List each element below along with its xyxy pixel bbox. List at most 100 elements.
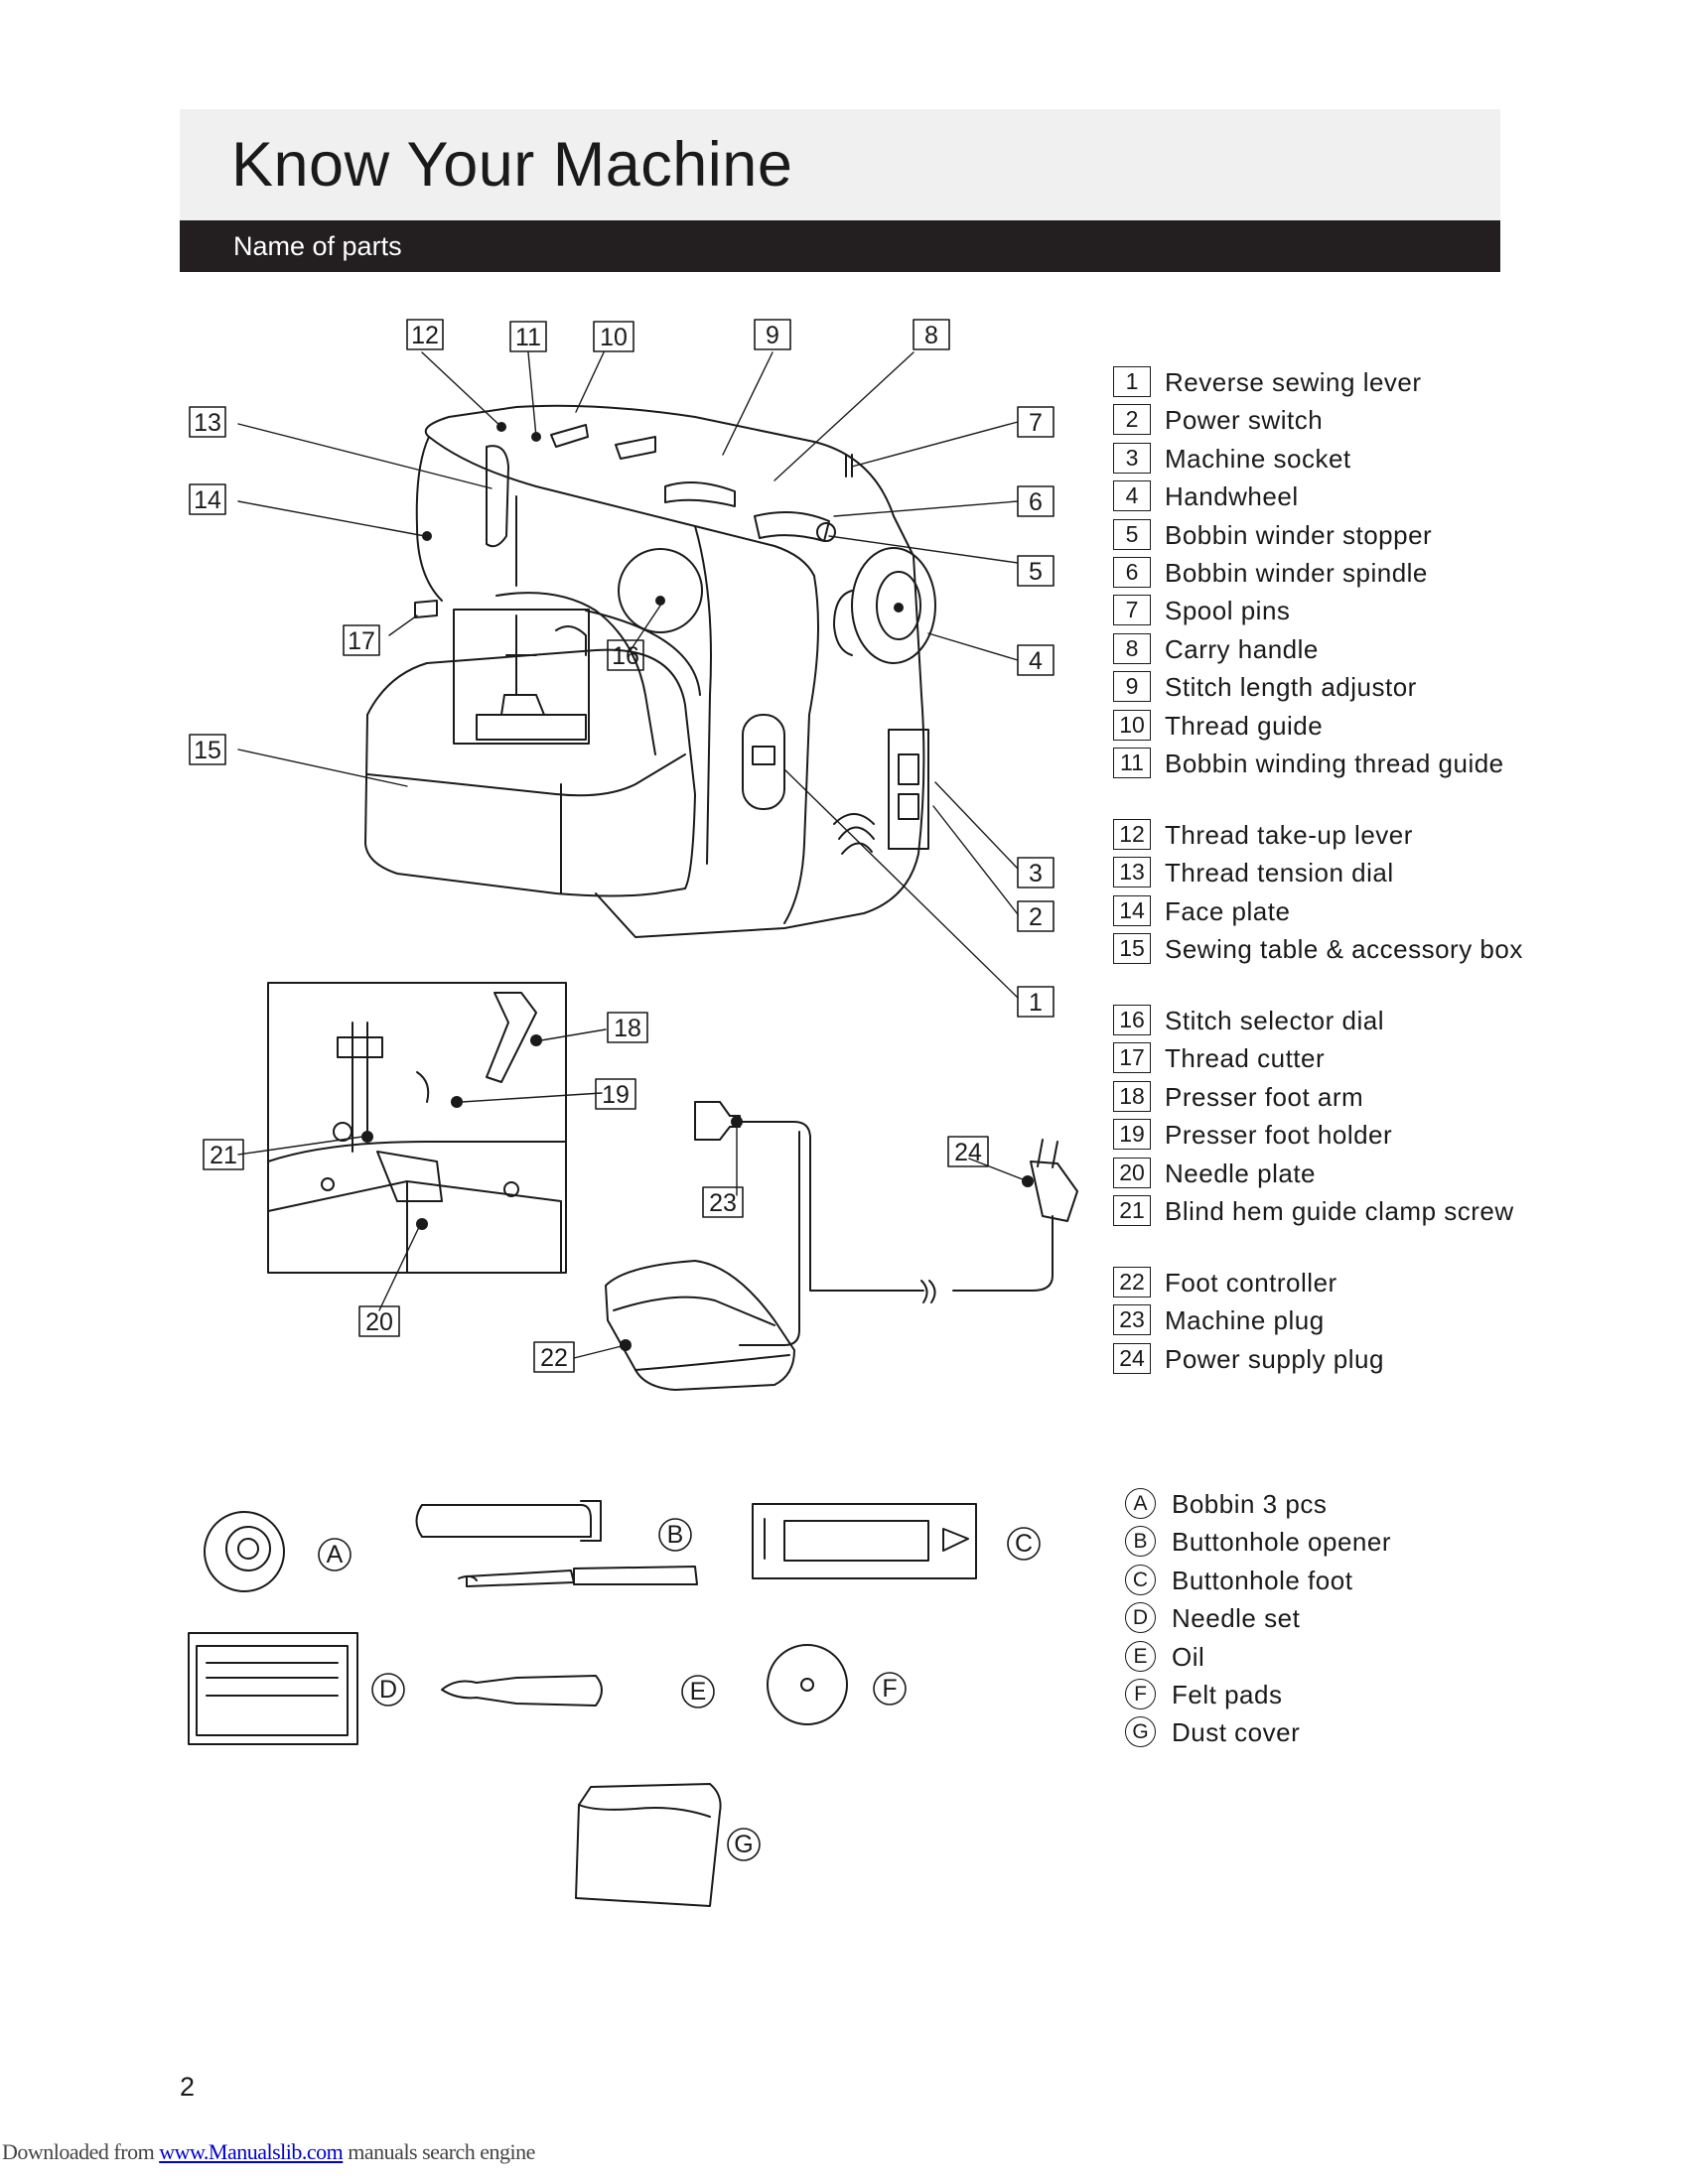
leader-lines: [237, 351, 1029, 1359]
part-number: 20: [1113, 1157, 1151, 1188]
svg-text:2: 2: [1029, 903, 1043, 931]
svg-text:9: 9: [766, 322, 779, 349]
accessory-name: Buttonhole opener: [1172, 1527, 1392, 1558]
part-number: 18: [1113, 1080, 1151, 1112]
svg-text:20: 20: [365, 1308, 393, 1336]
part-name: Thread cutter: [1165, 1043, 1326, 1074]
part-name: Presser foot holder: [1165, 1120, 1393, 1151]
svg-text:5: 5: [1029, 558, 1043, 586]
part-name: Machine plug: [1165, 1305, 1325, 1336]
part-number: 4: [1113, 480, 1151, 512]
svg-text:6: 6: [1029, 488, 1043, 516]
part-number: 5: [1113, 518, 1151, 550]
part-number: 17: [1113, 1042, 1151, 1074]
svg-text:F: F: [882, 1675, 897, 1703]
part-name: Reverse sewing lever: [1165, 367, 1422, 397]
svg-text:22: 22: [540, 1344, 568, 1372]
accessory-item: D Needle set: [1125, 1600, 1522, 1638]
svg-text:19: 19: [602, 1081, 630, 1109]
header-bar: Know Your Machine: [180, 109, 1500, 220]
part-name: Bobbin winder stopper: [1165, 519, 1433, 550]
part-name: Needle plate: [1165, 1158, 1316, 1188]
accessory-item: G Dust cover: [1125, 1714, 1522, 1752]
footer-link[interactable]: www.Manualslib.com: [159, 2139, 344, 2164]
accessory-name: Bobbin 3 pcs: [1172, 1489, 1328, 1519]
callout-boxes: [189, 319, 1055, 1373]
part-name: Thread take-up lever: [1165, 819, 1413, 850]
part-item: 13 Thread tension dial: [1113, 855, 1550, 892]
part-number: 8: [1113, 632, 1151, 664]
accessory-letter: G: [1125, 1716, 1156, 1748]
svg-text:13: 13: [194, 409, 221, 437]
svg-text:24: 24: [954, 1139, 982, 1166]
accessory-letter-circles: [318, 1518, 1041, 1861]
part-name: Bobbin winder spindle: [1165, 557, 1428, 588]
accessory-name: Needle set: [1172, 1603, 1301, 1634]
part-name: Carry handle: [1165, 633, 1319, 664]
svg-text:11: 11: [515, 324, 541, 351]
svg-text:8: 8: [924, 322, 938, 349]
accessory-name: Dust cover: [1172, 1717, 1301, 1748]
accessory-letter: E: [1125, 1640, 1156, 1672]
svg-text:A: A: [327, 1541, 344, 1569]
part-number: 13: [1113, 857, 1151, 888]
part-name: Machine socket: [1165, 443, 1351, 474]
svg-text:12: 12: [411, 322, 439, 349]
accessory-letter: F: [1125, 1678, 1156, 1709]
part-name: Bobbin winding thread guide: [1165, 748, 1504, 778]
svg-text:16: 16: [612, 642, 639, 670]
svg-text:E: E: [690, 1678, 707, 1706]
accessory-letter: C: [1125, 1564, 1156, 1595]
svg-text:18: 18: [614, 1015, 641, 1042]
accessory-letter: B: [1125, 1526, 1156, 1558]
section-bar: Name of parts: [180, 220, 1500, 272]
part-name: Thread tension dial: [1165, 858, 1394, 888]
part-name: Stitch selector dial: [1165, 1006, 1384, 1036]
svg-text:10: 10: [600, 324, 628, 351]
svg-text:23: 23: [709, 1189, 737, 1217]
accessory-name: Oil: [1172, 1641, 1205, 1672]
footer-suffix: manuals search engine: [343, 2139, 535, 2164]
part-item: 8 Carry handle: [1113, 631, 1550, 669]
part-number: 22: [1113, 1267, 1151, 1298]
part-number: 7: [1113, 595, 1151, 626]
part-number: 14: [1113, 894, 1151, 926]
svg-text:21: 21: [210, 1142, 237, 1169]
part-number: 11: [1113, 747, 1151, 778]
part-name: Blind hem guide clamp screw: [1165, 1196, 1514, 1227]
footer: Downloaded from www.Manualslib.com manua…: [2, 2139, 535, 2165]
svg-text:B: B: [667, 1521, 684, 1549]
part-item: 20 Needle plate: [1113, 1156, 1550, 1193]
part-name: Handwheel: [1165, 481, 1299, 512]
part-number: 16: [1113, 1005, 1151, 1036]
part-item: 5 Bobbin winder stopper: [1113, 517, 1550, 555]
power-cord-illustration: [605, 1101, 1078, 1391]
part-number: 9: [1113, 671, 1151, 703]
part-number: 23: [1113, 1304, 1151, 1336]
part-number: 12: [1113, 818, 1151, 850]
accessory-letter: D: [1125, 1602, 1156, 1634]
part-name: Power supply plug: [1165, 1343, 1384, 1374]
part-item: 24 Power supply plug: [1113, 1341, 1550, 1379]
part-number: 2: [1113, 404, 1151, 436]
svg-text:14: 14: [194, 486, 221, 514]
part-number: 19: [1113, 1119, 1151, 1151]
part-name: Foot controller: [1165, 1268, 1337, 1298]
accessory-item: B Buttonhole opener: [1125, 1524, 1522, 1562]
part-number: 24: [1113, 1342, 1151, 1374]
svg-text:4: 4: [1029, 647, 1043, 675]
svg-text:15: 15: [194, 737, 221, 764]
